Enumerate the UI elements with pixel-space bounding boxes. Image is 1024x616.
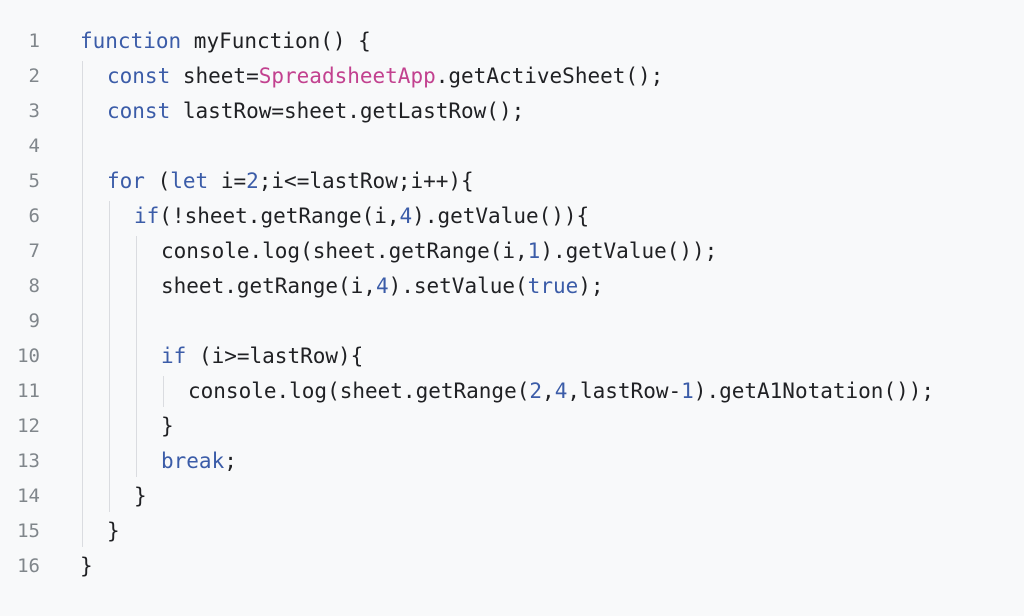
code-line: 16} xyxy=(0,549,1024,584)
line-number: 9 xyxy=(28,310,40,332)
number-token: 2 xyxy=(246,169,259,193)
code-token: sheet= xyxy=(170,64,259,88)
code-token: myFunction() { xyxy=(181,29,371,53)
line-code: const lastRow=sheet.getLastRow(); xyxy=(107,94,524,129)
line-code: break; xyxy=(161,444,237,479)
line-number: 15 xyxy=(17,520,40,542)
code-line: 5 for (let i=2;i<=lastRow;i++){ xyxy=(0,164,1024,199)
keyword-token: true xyxy=(527,274,579,298)
code-line: 12} xyxy=(0,409,1024,444)
indent-guide xyxy=(163,376,164,407)
code-line: 1 function myFunction() { xyxy=(0,24,1024,59)
indent-guide xyxy=(82,61,83,547)
code-token: ; xyxy=(224,449,237,473)
code-token: ).getValue()){ xyxy=(412,204,590,228)
line-number: 5 xyxy=(28,170,40,192)
code-line: 6 if(!sheet.getRange(i,4).getValue()){ xyxy=(0,199,1024,234)
code-line: 8 sheet.getRange(i,4).setValue(true); xyxy=(0,269,1024,304)
number-token: 4 xyxy=(375,274,389,298)
keyword-token: function xyxy=(80,29,182,53)
code-token: sheet.getRange(i, xyxy=(161,274,376,298)
code-line: 4 xyxy=(0,129,1024,164)
code-token: ).getValue()); xyxy=(540,239,718,263)
code-token: } xyxy=(107,519,120,543)
code-line: 14} xyxy=(0,479,1024,514)
code-token: , xyxy=(542,379,555,403)
line-number: 8 xyxy=(28,275,40,297)
code-token: ).getA1Notation()); xyxy=(693,379,935,403)
code-token: lastRow=sheet.getLastRow(); xyxy=(170,99,525,123)
code-token: ); xyxy=(578,274,604,298)
line-number: 14 xyxy=(17,485,40,507)
keyword-token: if xyxy=(134,204,160,228)
line-code: } xyxy=(134,479,147,514)
keyword-token: for xyxy=(107,169,145,193)
code-line: 2 const sheet=SpreadsheetApp.getActiveShe… xyxy=(0,59,1024,94)
code-line: 10 if (i>=lastRow){ xyxy=(0,339,1024,374)
code-line: 15} xyxy=(0,514,1024,549)
code-token: console.log(sheet.getRange(i, xyxy=(161,239,528,263)
code-line: 7 console.log(sheet.getRange(i,1).getValu… xyxy=(0,234,1024,269)
code-token: .getActiveSheet(); xyxy=(435,64,664,88)
indent-guide xyxy=(109,201,110,512)
line-number: 2 xyxy=(28,65,40,87)
number-token: 4 xyxy=(554,379,568,403)
line-number: 6 xyxy=(28,205,40,227)
line-number: 1 xyxy=(28,30,40,52)
code-token: ;i<=lastRow;i++){ xyxy=(258,169,474,193)
line-code: } xyxy=(80,549,93,584)
code-token: ( xyxy=(144,169,171,193)
line-code: } xyxy=(107,514,120,549)
line-code: sheet.getRange(i,4).setValue(true); xyxy=(161,269,604,304)
code-token: ).setValue( xyxy=(388,274,528,298)
line-code: function myFunction() { xyxy=(80,24,371,59)
class-token: SpreadsheetApp xyxy=(258,64,436,88)
line-number: 7 xyxy=(28,240,40,262)
code-token: console.log(sheet.getRange( xyxy=(188,379,530,403)
indent-guide xyxy=(136,236,137,477)
code-token: (i>=lastRow){ xyxy=(186,344,364,368)
code-line: 9 xyxy=(0,304,1024,339)
keyword-token: const xyxy=(107,64,171,88)
code-line: 13 break; xyxy=(0,444,1024,479)
keyword-token: const xyxy=(107,99,171,123)
line-code: if (i>=lastRow){ xyxy=(161,339,363,374)
line-code: for (let i=2;i<=lastRow;i++){ xyxy=(107,164,474,199)
code-token: (!sheet.getRange(i, xyxy=(159,204,400,228)
keyword-token: break xyxy=(161,449,225,473)
number-token: 4 xyxy=(399,204,413,228)
number-token: 1 xyxy=(681,379,694,403)
line-code: } xyxy=(161,409,174,444)
code-token: ,lastRow- xyxy=(567,379,682,403)
code-token: i= xyxy=(208,169,247,193)
number-token: 1 xyxy=(527,239,541,263)
code-token: } xyxy=(161,414,174,438)
code-line: 3 const lastRow=sheet.getLastRow(); xyxy=(0,94,1024,129)
line-number: 11 xyxy=(17,380,40,402)
line-number: 13 xyxy=(17,450,40,472)
line-code: const sheet=SpreadsheetApp.getActiveShee… xyxy=(107,59,663,94)
line-number: 3 xyxy=(28,100,40,122)
line-code: if(!sheet.getRange(i,4).getValue()){ xyxy=(134,199,589,234)
line-number: 16 xyxy=(17,555,40,577)
line-number: 12 xyxy=(17,415,40,437)
line-code: console.log(sheet.getRange(2,4,lastRow-1… xyxy=(188,374,934,409)
number-token: 2 xyxy=(529,379,543,403)
keyword-token: let xyxy=(170,169,209,193)
line-code: console.log(sheet.getRange(i,1).getValue… xyxy=(161,234,717,269)
code-token: } xyxy=(134,484,147,508)
code-token: } xyxy=(80,554,93,578)
line-number: 10 xyxy=(17,345,40,367)
line-number: 4 xyxy=(28,135,40,157)
code-line: 11 console.log(sheet.getRange(2,4,lastRow… xyxy=(0,374,1024,409)
keyword-token: if xyxy=(161,344,187,368)
